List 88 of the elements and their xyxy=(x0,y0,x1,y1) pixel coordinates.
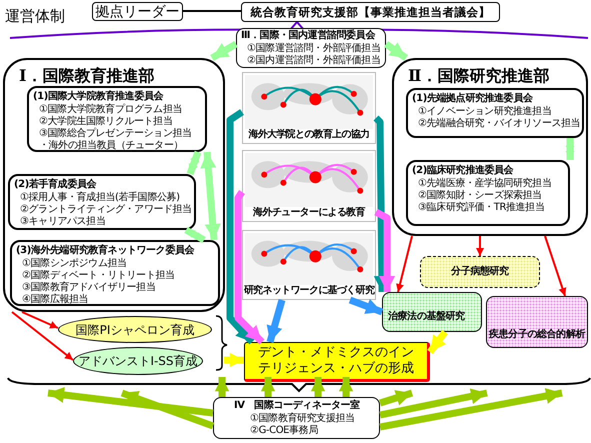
role-title: 拠点リーダー xyxy=(96,4,180,20)
duty-item: ①国際教育研究支援担当 xyxy=(249,413,356,424)
arrow xyxy=(379,388,488,418)
map-caption: 海外チューターによる教育 xyxy=(253,207,365,219)
arrow xyxy=(224,352,244,368)
arrow xyxy=(260,377,276,397)
map-panel xyxy=(242,72,376,144)
arrow xyxy=(120,390,214,430)
duty-item: ③国際教育アドバイザリー担当 xyxy=(21,282,156,294)
arrow xyxy=(11,311,74,361)
duty-item: ②国際知財・シーズ探索担当 xyxy=(417,190,543,202)
research-title: 分子病態研究 xyxy=(450,266,510,278)
arrow xyxy=(184,226,206,244)
research-title: 疾患分子の総合的解析 xyxy=(488,329,585,341)
research-box xyxy=(382,292,482,332)
arrow xyxy=(384,41,408,61)
arrow xyxy=(186,150,202,176)
department-title: Ⅰ．国際教育推進部 xyxy=(19,66,156,86)
research-box xyxy=(486,296,588,348)
arrow xyxy=(338,377,354,397)
goal-text: デント・メドミクスのインテリジェンス・ハブの形成 xyxy=(257,345,415,377)
arrow xyxy=(214,377,230,397)
connector-line xyxy=(183,10,241,12)
arrow xyxy=(210,40,238,62)
duty-item: ①国際運営諮問・外部評価担当 xyxy=(246,43,381,54)
committee-title: (2)若手育成委員会 xyxy=(14,179,98,191)
committee-box xyxy=(236,28,386,68)
committee-title: (2)臨床研究推進委員会 xyxy=(412,165,514,177)
arrow xyxy=(396,236,413,292)
training-title: 国際PIシャペロン育成 xyxy=(76,322,194,336)
brace xyxy=(7,377,591,393)
arrow xyxy=(476,236,484,256)
arrow xyxy=(266,299,286,343)
map-panel xyxy=(242,150,376,222)
duty-item: ④国際広報担当 xyxy=(21,294,90,306)
committee-title: (1)国際大学院教育推進委員会 xyxy=(33,91,164,103)
map-caption: 研究ネットワークに基づく研究 xyxy=(244,285,374,297)
map-caption: 海外大学院との教育上の協力 xyxy=(248,129,370,141)
committee-box xyxy=(406,88,584,138)
arrow xyxy=(378,390,414,406)
arrow xyxy=(348,296,384,316)
duty-item: ②グラントライティング・アワード担当 xyxy=(19,204,190,216)
arrow xyxy=(310,377,326,397)
duty-item: ①採用人事・育成担当(若手国際公募) xyxy=(19,192,181,204)
role-box xyxy=(92,2,183,21)
committee-title: (3)海外先端研究教育ネットワーク委員会 xyxy=(16,245,196,257)
research-title: 治療法の基盤研究 xyxy=(388,311,465,323)
committee-title: Ⅲ．国際・国内運営諮問委員会 xyxy=(241,30,376,42)
arrow xyxy=(22,311,58,329)
arrow xyxy=(200,152,221,240)
duty-item: ③国際総合プレゼンテーション担当 xyxy=(38,128,193,140)
duty-item: ②大学院生国際リクルート担当 xyxy=(38,116,174,128)
duty-item: ②G-COE事務局 xyxy=(249,425,319,437)
duty-item: ②国際ディベート・リトリート担当 xyxy=(21,270,176,282)
department-title: Ⅱ．国際研究推進部 xyxy=(408,66,550,86)
arrow xyxy=(544,236,566,296)
committee-box xyxy=(406,160,570,226)
duty-item: ①先端医療・産学協同研究担当 xyxy=(417,178,552,190)
map-panel xyxy=(242,230,376,300)
arrow xyxy=(374,208,395,292)
committee-box xyxy=(10,240,220,306)
department-panel xyxy=(3,58,225,312)
duty-item: ①国際シンポジウム担当 xyxy=(21,258,128,270)
duty-item: ①国際大学院教育プログラム担当 xyxy=(38,104,183,116)
headquarters-box xyxy=(241,2,500,22)
arrow xyxy=(427,330,448,354)
arrow xyxy=(234,190,264,344)
committee-box xyxy=(8,174,196,230)
arrow xyxy=(48,386,214,416)
unit-title: 統合教育研究支援部【事業推進担当者議会】 xyxy=(250,5,490,19)
research-box xyxy=(420,256,540,288)
arrow xyxy=(226,109,255,344)
committee-title: (1)先端拠点研究推進委員会 xyxy=(412,93,534,105)
department-panel xyxy=(392,58,588,236)
duty-item: ①イノベーション研究推進担当 xyxy=(417,106,552,118)
duty-item: ②先端融合研究・バイオリソース担当 xyxy=(417,118,578,130)
duty-item: ②国内運営諮問・外部評価担当 xyxy=(246,55,381,67)
training-title: アドバンストI-SS育成 xyxy=(78,354,198,368)
duty-item: ・海外の担当教員（チューター） xyxy=(38,140,184,152)
duty-item: ③キャリアパス担当 xyxy=(19,216,106,228)
duty-item: ③臨床研究評価・TR推進担当 xyxy=(417,202,546,214)
arrow xyxy=(379,388,563,430)
committee-box xyxy=(27,86,207,152)
office-box xyxy=(213,397,380,439)
committee-title: Ⅳ 国際コーディネーター室 xyxy=(234,400,361,412)
arrow xyxy=(565,138,575,160)
diagram-heading: 運営体制 xyxy=(5,7,65,25)
goal-box xyxy=(244,342,430,382)
